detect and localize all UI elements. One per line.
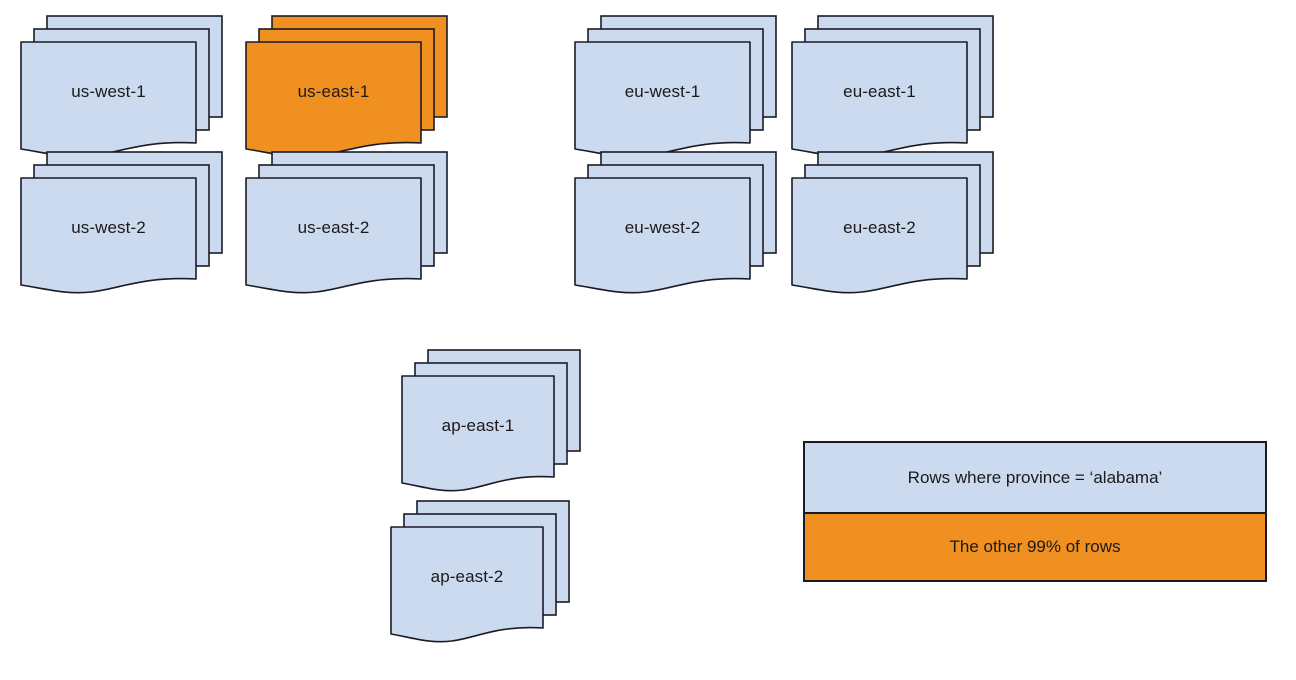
region-label: eu-west-1 bbox=[624, 81, 701, 101]
legend-row-alabama-rows: Rows where province = ‘alabama’ bbox=[805, 443, 1265, 514]
region-label: eu-west-2 bbox=[624, 217, 701, 237]
document-sheet-front bbox=[245, 177, 422, 294]
region-label: us-west-2 bbox=[71, 217, 146, 237]
document-stack-shape bbox=[791, 151, 994, 294]
region-document-stack-us-west-1[interactable]: us-west-1 bbox=[20, 15, 223, 158]
document-stack-shape bbox=[245, 15, 448, 158]
legend: Rows where province = ‘alabama’ The other… bbox=[803, 441, 1267, 582]
legend-label: Rows where province = ‘alabama’ bbox=[907, 467, 1163, 487]
document-stack-shape bbox=[390, 500, 570, 643]
document-stack-shape bbox=[574, 15, 777, 158]
legend-label: The other 99% of rows bbox=[949, 537, 1121, 556]
region-document-stack-eu-east-2[interactable]: eu-east-2 bbox=[791, 151, 994, 294]
document-stack-shape bbox=[245, 151, 448, 294]
document-sheet-front bbox=[401, 375, 555, 492]
region-document-stack-us-west-2[interactable]: us-west-2 bbox=[20, 151, 223, 294]
region-label: us-east-1 bbox=[297, 81, 370, 101]
document-stack-shape bbox=[20, 15, 223, 158]
document-sheet-front bbox=[20, 177, 197, 294]
region-document-stack-eu-west-2[interactable]: eu-west-2 bbox=[574, 151, 777, 294]
region-label: us-east-2 bbox=[297, 217, 370, 237]
region-label: ap-east-1 bbox=[441, 415, 515, 435]
region-document-stack-us-east-1[interactable]: us-east-1 bbox=[245, 15, 448, 158]
region-label: ap-east-2 bbox=[430, 566, 504, 586]
region-document-stack-eu-west-1[interactable]: eu-west-1 bbox=[574, 15, 777, 158]
document-stack-shape bbox=[574, 151, 777, 294]
region-document-stack-ap-east-2[interactable]: ap-east-2 bbox=[390, 500, 570, 643]
region-label: eu-east-1 bbox=[843, 81, 916, 101]
document-stack-shape bbox=[401, 349, 581, 492]
region-document-stack-us-east-2[interactable]: us-east-2 bbox=[245, 151, 448, 294]
document-stack-shape bbox=[791, 15, 994, 158]
region-label: eu-east-2 bbox=[843, 217, 916, 237]
region-label: us-west-1 bbox=[71, 81, 146, 101]
document-sheet-front bbox=[390, 526, 544, 643]
document-sheet-front bbox=[791, 177, 968, 294]
region-document-stack-eu-east-1[interactable]: eu-east-1 bbox=[791, 15, 994, 158]
document-stack-shape bbox=[20, 151, 223, 294]
region-document-stack-ap-east-1[interactable]: ap-east-1 bbox=[401, 349, 581, 492]
document-sheet-front bbox=[574, 177, 751, 294]
legend-row-other-rows: The other 99% of rows bbox=[805, 514, 1265, 580]
